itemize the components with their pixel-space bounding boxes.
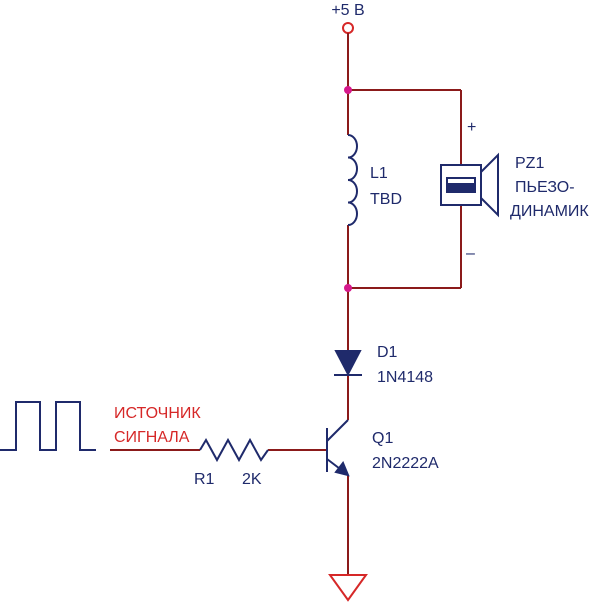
inductor-ref: L1 (370, 165, 388, 182)
piezo-horn (480, 152, 499, 218)
piezo-name-line1: ПЬЕЗО- (515, 179, 575, 196)
inductor-coil (347, 134, 358, 226)
ground-symbol (328, 574, 368, 602)
signal-label-line1: ИСТОЧНИК (114, 405, 201, 422)
resistor-zigzag (199, 437, 269, 463)
resistor-r1: R1 2K (194, 437, 269, 488)
piezo-speaker-pz1: + – PZ1 ПЬЕЗО- ДИНАМИК (440, 119, 589, 262)
ground-icon (328, 574, 368, 602)
piezo-ref: PZ1 (515, 155, 544, 172)
diode-ref: D1 (377, 344, 398, 361)
signal-source: ИСТОЧНИК СИГНАЛА (0, 401, 201, 451)
transistor-q1: Q1 2N2222A (326, 419, 439, 477)
transistor-part: 2N2222A (372, 455, 439, 472)
inductor-value: TBD (370, 191, 402, 208)
junction-bottom (344, 284, 352, 292)
transistor-emitter-arrow (334, 461, 350, 477)
inductor-l1: L1 TBD (347, 134, 402, 226)
piezo-minus-sign: – (466, 245, 475, 262)
diode-part: 1N4148 (377, 369, 433, 386)
diode-d1: D1 1N4148 (334, 344, 433, 386)
junction-top (344, 86, 352, 94)
square-wave-icon (0, 401, 96, 451)
supply-pin (342, 22, 354, 34)
supply-label: +5 В (331, 2, 364, 19)
resistor-ref: R1 (194, 471, 215, 488)
piezo-element-top (446, 177, 476, 185)
transistor-ref: Q1 (372, 430, 393, 447)
transistor-collector-lead (326, 419, 349, 442)
supply-terminal: +5 В (331, 2, 365, 34)
piezo-plus-sign: + (467, 119, 476, 136)
signal-label-line2: СИГНАЛА (114, 429, 190, 446)
piezo-element-bottom (446, 185, 476, 193)
wires (110, 33, 462, 575)
resistor-value: 2K (242, 471, 262, 488)
piezo-body (440, 164, 482, 206)
piezo-name-line2: ДИНАМИК (510, 203, 589, 220)
diode-triangle (334, 350, 362, 377)
